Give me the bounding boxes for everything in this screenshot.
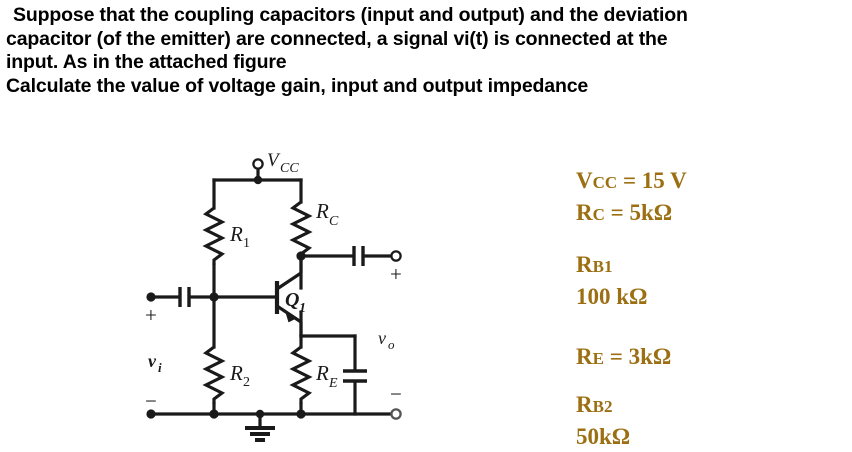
problem-line-2: capacitor (of the emitter) are connected…: [6, 27, 668, 50]
label-vi: v: [148, 351, 157, 371]
terminal-vcc: [252, 158, 264, 170]
ground-symbol: [245, 426, 275, 442]
label-r2: R: [229, 361, 243, 385]
label-r1-sub: 1: [243, 236, 250, 251]
emitter-bypass-capacitor: [343, 369, 367, 383]
label-r1: R: [229, 222, 243, 246]
label-input-plus: +: [145, 303, 157, 327]
resistor-r1: [202, 206, 226, 265]
circuit-diagram: V CC R 1 R 2 R C R E Q 1 v i v o + − + −: [130, 140, 430, 445]
value-rc: RC = 5kΩ: [576, 198, 846, 230]
node-re-ground: [296, 409, 306, 419]
label-r2-sub: 2: [243, 375, 250, 390]
value-rc-symbol: R: [576, 200, 593, 225]
label-q1-sub: 1: [299, 301, 306, 316]
problem-statement: Suppose that the coupling capacitors (in…: [0, 0, 852, 98]
terminal-input-plus: [146, 292, 156, 302]
label-vcc-sub: CC: [280, 161, 299, 176]
terminal-output-minus: [390, 408, 402, 420]
label-vo: v: [378, 328, 386, 348]
emitter-arrow: [285, 312, 296, 323]
value-rb2-label: RB2: [576, 390, 846, 422]
resistor-r2: [202, 345, 226, 404]
label-re: R: [315, 361, 329, 385]
value-vcc-subscript: CC: [592, 173, 618, 192]
terminal-input-minus: [146, 409, 156, 419]
label-output-plus: +: [390, 262, 402, 286]
problem-line-3: input. As in the attached figure: [6, 51, 287, 73]
value-rb1-amount: 100 kΩ: [576, 284, 648, 309]
value-rb1-subscript: B1: [592, 257, 613, 276]
node-ground: [255, 409, 265, 419]
value-re-rest: = 3kΩ: [603, 344, 672, 369]
label-rc: R: [315, 199, 329, 223]
label-vi-sub: i: [158, 360, 162, 375]
value-re-symbol: R: [576, 344, 593, 369]
terminal-output-plus: [390, 250, 402, 262]
label-output-minus: −: [390, 382, 402, 406]
value-vcc: VCC = 15 V: [576, 166, 846, 198]
component-values-panel: VCC = 15 V RC = 5kΩ RB1 100 kΩ RE = 3kΩ …: [576, 166, 846, 452]
node-vcc-rail: [253, 175, 263, 185]
value-rc-subscript: C: [592, 205, 605, 224]
label-q1: Q: [285, 289, 299, 311]
problem-line-4: Calculate the value of voltage gain, inp…: [6, 74, 589, 97]
node-r2-ground: [209, 409, 219, 419]
value-rb2-subscript: B2: [592, 397, 613, 416]
value-rb2-amount: 50kΩ: [576, 424, 631, 449]
problem-line-1: Suppose that the coupling capacitors (in…: [13, 4, 688, 26]
label-rc-sub: C: [329, 214, 339, 229]
label-vo-sub: o: [388, 337, 395, 352]
value-re-subscript: E: [592, 349, 604, 368]
value-rb1-symbol: R: [576, 252, 593, 277]
value-rb1-label: RB1: [576, 250, 846, 282]
values-spacer-2: [576, 312, 846, 342]
value-vcc-rest: = 15 V: [617, 168, 687, 193]
node-collector: [296, 251, 306, 261]
resistor-re: [289, 345, 313, 404]
values-spacer-1: [576, 230, 846, 250]
node-base: [209, 292, 219, 302]
resistor-rc: [289, 200, 313, 259]
circuit-svg: V CC R 1 R 2 R C R E Q 1 v i v o + − + −: [145, 150, 402, 442]
label-re-sub: E: [328, 376, 338, 391]
label-vcc: V: [267, 150, 281, 171]
value-re: RE = 3kΩ: [576, 342, 846, 374]
value-rc-rest: = 5kΩ: [604, 200, 673, 225]
label-input-minus: −: [145, 389, 157, 413]
value-vcc-symbol: V: [576, 168, 593, 193]
values-spacer-3: [576, 374, 846, 390]
value-rb2-symbol: R: [576, 392, 593, 417]
output-coupling-capacitor: [352, 246, 365, 266]
input-coupling-capacitor: [178, 287, 191, 307]
